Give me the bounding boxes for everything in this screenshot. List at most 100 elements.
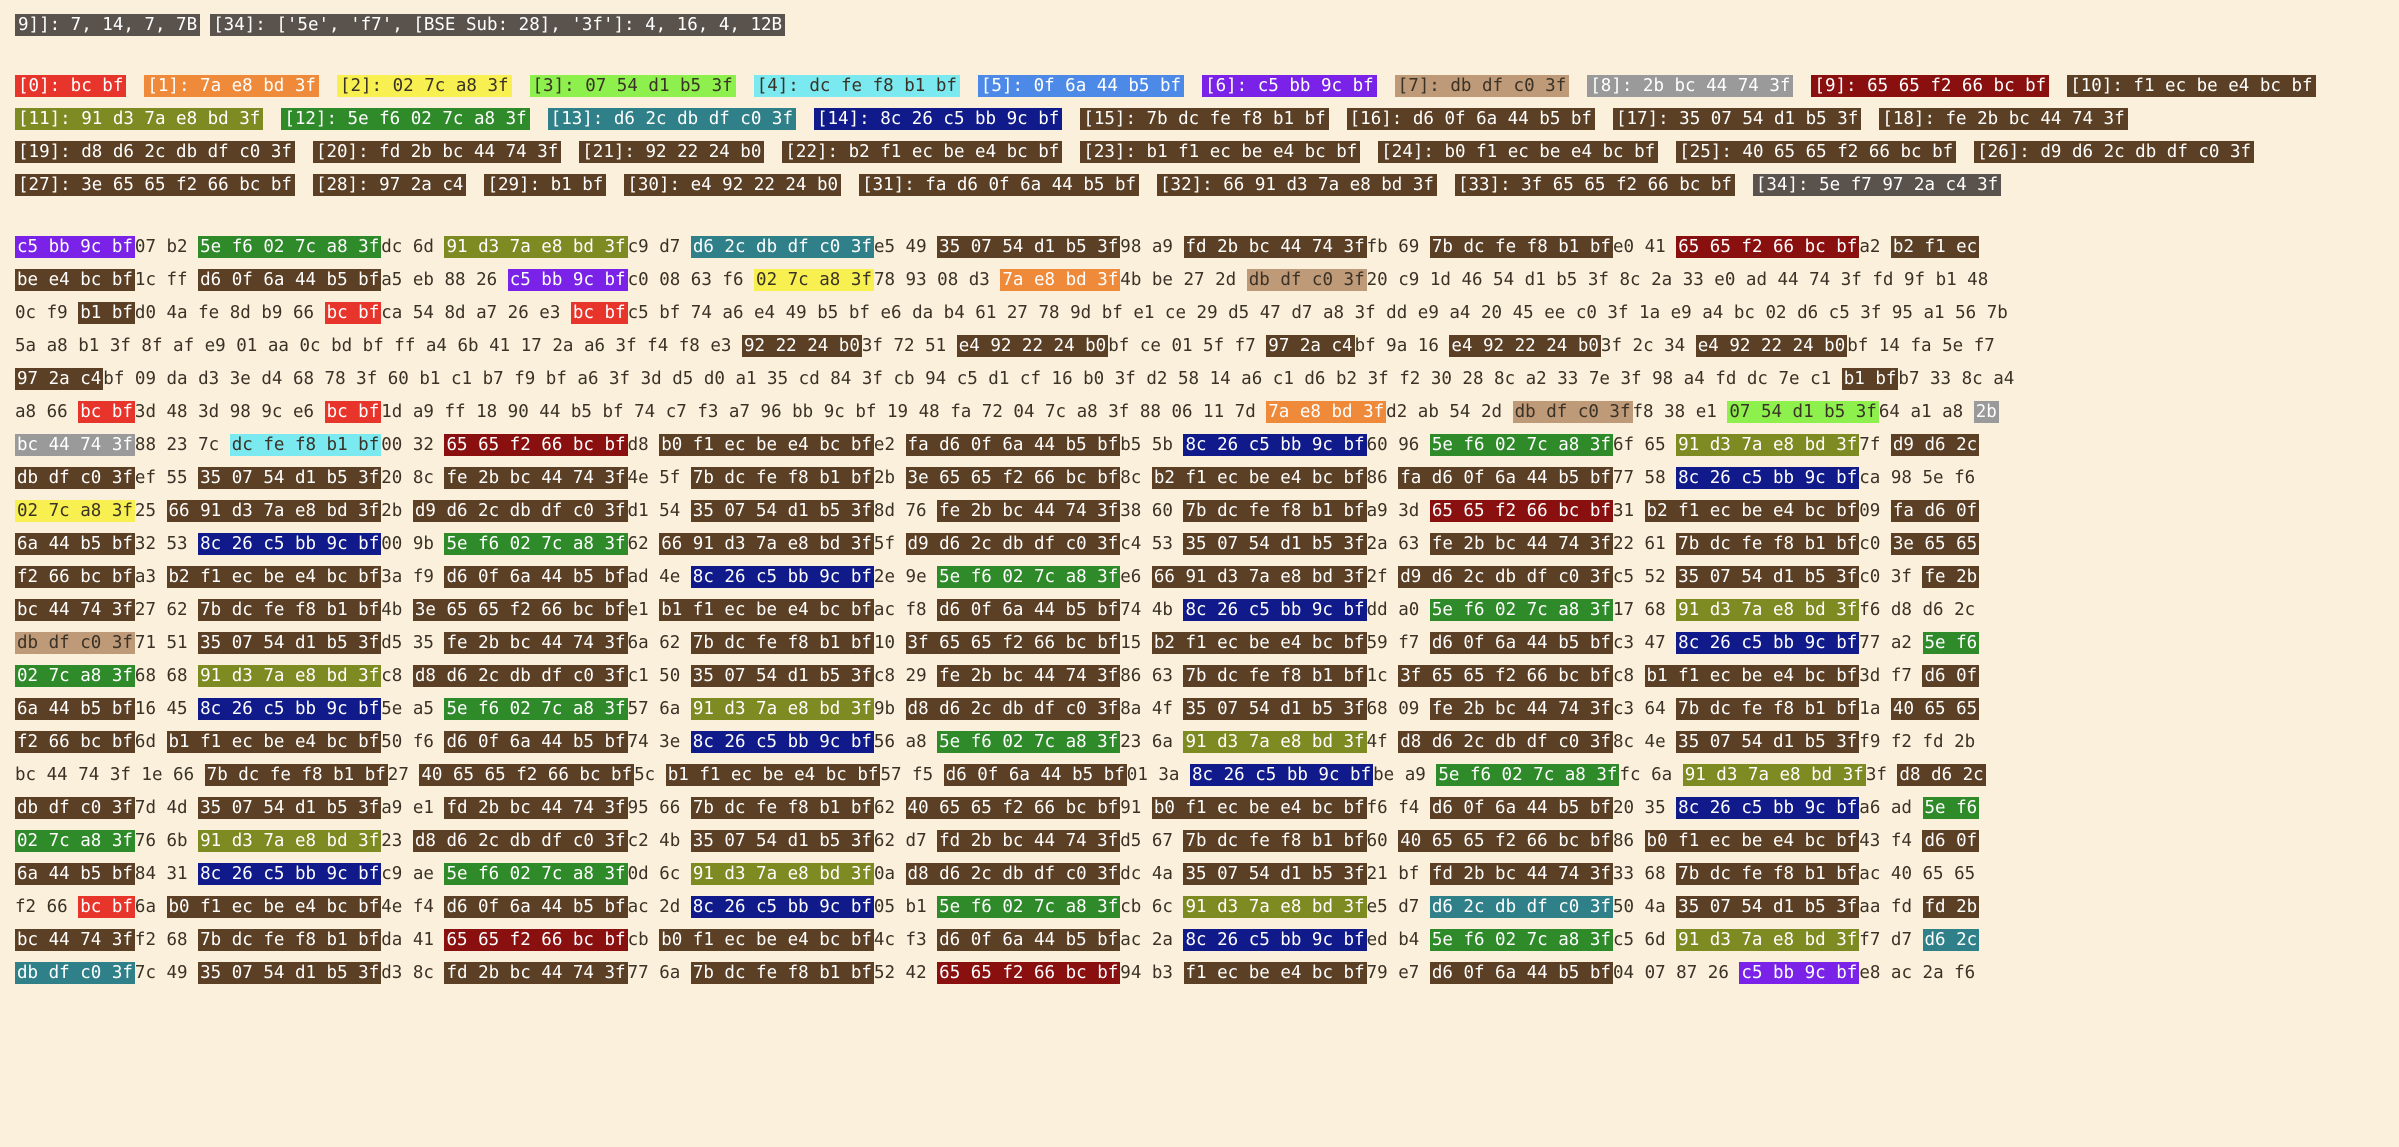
highlighted-bytes: 02 7c a8 3f: [754, 268, 874, 291]
plain-bytes: b7 33 8c a4: [1898, 368, 2015, 389]
highlighted-bytes: 91 d3 7a e8 bd 3f: [690, 697, 874, 720]
highlighted-bytes: 6a 44 b5 bf: [15, 862, 135, 885]
highlighted-bytes: 91 d3 7a e8 bd 3f: [690, 862, 874, 885]
legend-item: [12]: 5e f6 02 7c a8 3f: [281, 108, 530, 130]
plain-bytes: a6 ad: [1859, 797, 1923, 818]
legend-item: [3]: 07 54 d1 b5 3f: [529, 75, 736, 97]
plain-bytes: 62: [627, 533, 660, 554]
legend-item: [19]: d8 d6 2c db df c0 3f: [15, 141, 295, 163]
plain-bytes: 4b be 27 2d: [1120, 269, 1247, 290]
plain-bytes: 4e 5f: [627, 467, 691, 488]
highlighted-bytes: fe 2b bc 44 74 3f: [1429, 697, 1613, 720]
legend-item: [28]: 97 2a c4: [312, 174, 467, 196]
highlighted-bytes: 91 d3 7a e8 bd 3f: [1676, 433, 1860, 456]
highlighted-bytes: 65 65 f2 66 bc bf: [444, 928, 628, 951]
highlighted-bytes: 5e f6 02 7c a8 3f: [1436, 763, 1620, 786]
plain-bytes: 88 23 7c: [134, 434, 230, 455]
highlighted-bytes: 35 07 54 d1 b5 3f: [690, 499, 874, 522]
plain-bytes: 2a 63: [1366, 533, 1430, 554]
plain-bytes: c9 d7: [627, 236, 691, 257]
plain-bytes: e5 d7: [1366, 896, 1430, 917]
highlighted-bytes: 5e f6 02 7c a8 3f: [1429, 928, 1613, 951]
plain-bytes: 78 93 08 d3: [873, 269, 1001, 290]
hex-viewer: 9]]: 7, 14, 7, 7B[34]: ['5e', 'f7', [BSE…: [15, 13, 2384, 989]
legend-item: [23]: b1 f1 ec be e4 bc bf: [1080, 141, 1361, 163]
plain-bytes: 1d a9 ff 18 90 44 b5 bf 74 c7 f3 a7 96 b…: [381, 401, 1267, 422]
plain-bytes: 16 45: [134, 698, 199, 719]
plain-bytes: 6f 65: [1612, 434, 1677, 455]
plain-bytes: bf 14 fa 5e f7: [1847, 335, 1995, 356]
color-legend: [0]: bc bf[1]: 7a e8 bd 3f[2]: 02 7c a8 …: [15, 75, 2384, 196]
plain-bytes: e5 49: [873, 236, 938, 257]
highlighted-bytes: 7b dc fe f8 b1 bf: [1183, 499, 1367, 522]
highlighted-bytes: fe 2b bc 44 74 3f: [444, 466, 628, 489]
plain-bytes: 1c ff: [134, 269, 199, 290]
plain-bytes: 01 3a: [1126, 764, 1190, 785]
legend-item: [8]: 2b bc 44 74 3f: [1587, 75, 1794, 97]
plain-bytes: 6a 62: [627, 632, 691, 653]
plain-bytes: 1a: [1859, 698, 1891, 719]
highlighted-bytes: 3f 65 65 f2 66 bc bf: [905, 631, 1121, 654]
plain-bytes: 60: [1366, 830, 1399, 851]
plain-bytes: 0c f9: [15, 302, 79, 323]
highlighted-bytes: 8c 26 c5 bb 9c bf: [1190, 763, 1374, 786]
plain-bytes: ac 2d: [627, 896, 691, 917]
highlighted-bytes: d6 0f 6a 44 b5 bf: [198, 268, 382, 291]
highlighted-bytes: e4 92 22 24 b0: [1449, 334, 1601, 357]
highlighted-bytes: 8c 26 c5 bb 9c bf: [198, 862, 382, 885]
highlighted-bytes: 66 91 d3 7a e8 bd 3f: [166, 499, 382, 522]
plain-bytes: ef 55: [134, 467, 199, 488]
plain-bytes: 4f: [1366, 731, 1399, 752]
hex-line: 5a a8 b1 3f 8f af e9 01 aa 0c bd bf ff a…: [15, 329, 2384, 362]
legend-item: [25]: 40 65 65 f2 66 bc bf: [1676, 141, 1957, 163]
legend-item: [18]: fe 2b bc 44 74 3f: [1879, 108, 2128, 130]
highlighted-bytes: d8 d6 2c db df c0 3f: [412, 829, 628, 852]
highlighted-bytes: 7b dc fe f8 b1 bf: [1676, 532, 1860, 555]
plain-bytes: 17 68: [1612, 599, 1677, 620]
highlighted-bytes: b0 f1 ec be e4 bc bf: [1644, 829, 1860, 852]
plain-bytes: 68 09: [1366, 698, 1430, 719]
plain-bytes: 0a: [873, 863, 906, 884]
highlighted-bytes: fd 2b: [1922, 895, 1980, 918]
plain-bytes: f6 f4: [1366, 797, 1430, 818]
plain-bytes: 94 b3: [1120, 962, 1184, 983]
highlighted-bytes: d9 d6 2c: [1890, 433, 1980, 456]
plain-bytes: c5 6d: [1612, 929, 1677, 950]
plain-bytes: 04 07 87 26: [1612, 962, 1740, 983]
highlighted-bytes: 66 91 d3 7a e8 bd 3f: [1151, 565, 1367, 588]
legend-item: [15]: 7b dc fe f8 b1 bf: [1080, 108, 1329, 130]
highlighted-bytes: d6 0f 6a 44 b5 bf: [444, 895, 628, 918]
legend-item: [24]: b0 f1 ec be e4 bc bf: [1378, 141, 1659, 163]
highlighted-bytes: 8c 26 c5 bb 9c bf: [198, 532, 382, 555]
plain-bytes: 74 4b: [1120, 599, 1184, 620]
plain-bytes: ad 4e: [627, 566, 691, 587]
highlighted-bytes: 35 07 54 d1 b5 3f: [690, 664, 874, 687]
plain-bytes: 84 31: [134, 863, 199, 884]
header-summary-right: [34]: ['5e', 'f7', [BSE Sub: 28], '3f']:…: [210, 13, 786, 36]
plain-bytes: 50 4a: [1612, 896, 1677, 917]
plain-bytes: d5 67: [1120, 830, 1184, 851]
plain-bytes: fc 6a: [1619, 764, 1683, 785]
highlighted-bytes: 8c 26 c5 bb 9c bf: [690, 895, 874, 918]
plain-bytes: 20 35: [1612, 797, 1677, 818]
highlighted-bytes: d6 0f: [1922, 829, 1980, 852]
plain-bytes: 60 96: [1366, 434, 1430, 455]
highlighted-bytes: d6 2c db df c0 3f: [1429, 895, 1613, 918]
plain-bytes: 86 63: [1120, 665, 1184, 686]
highlighted-bytes: bc 44 74 3f: [15, 928, 135, 951]
highlighted-bytes: 35 07 54 d1 b5 3f: [1676, 565, 1860, 588]
plain-bytes: 77 a2: [1859, 632, 1923, 653]
highlighted-bytes: d6 0f 6a 44 b5 bf: [444, 565, 628, 588]
plain-bytes: 2f: [1366, 566, 1399, 587]
legend-item: [2]: 02 7c a8 3f: [336, 75, 512, 97]
highlighted-bytes: fe 2b bc 44 74 3f: [1429, 532, 1613, 555]
plain-bytes: e2: [873, 434, 906, 455]
legend-item: [30]: e4 92 22 24 b0: [624, 174, 842, 196]
legend-item: [26]: d9 d6 2c db df c0 3f: [1974, 141, 2255, 163]
